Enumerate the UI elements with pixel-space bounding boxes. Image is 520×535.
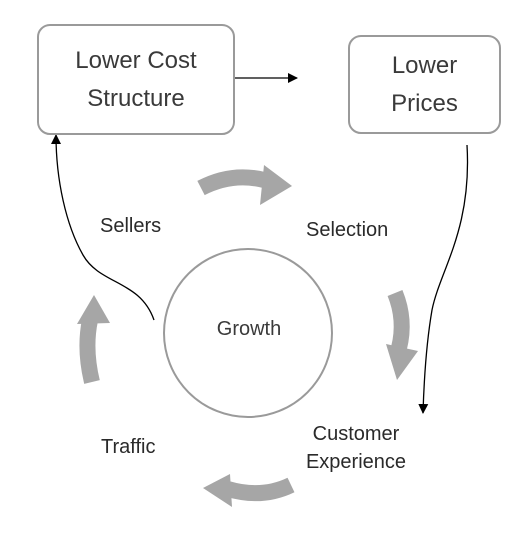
connector-growth-to-cost xyxy=(51,134,155,321)
growth-circle xyxy=(163,248,333,418)
sellers-label: Sellers xyxy=(100,215,162,237)
cycle-arrow-top xyxy=(197,165,292,205)
cycle-arrow-right xyxy=(386,289,418,380)
customer-experience-label: Customer Experience xyxy=(305,423,407,473)
lower-prices-label: Lower Prices xyxy=(391,51,458,117)
traffic-label: Traffic xyxy=(101,436,156,458)
lower-cost-structure-box: Lower Cost Structure xyxy=(37,24,235,135)
cycle-arrow-left xyxy=(77,295,110,384)
lower-cost-structure-label: Lower Cost Structure xyxy=(75,46,197,112)
connector-prices-to-experience xyxy=(418,144,469,414)
lower-prices-box: Lower Prices xyxy=(348,35,501,134)
selection-label: Selection xyxy=(306,219,389,241)
growth-label: Growth xyxy=(216,318,282,340)
cycle-arrow-bottom xyxy=(203,474,295,507)
